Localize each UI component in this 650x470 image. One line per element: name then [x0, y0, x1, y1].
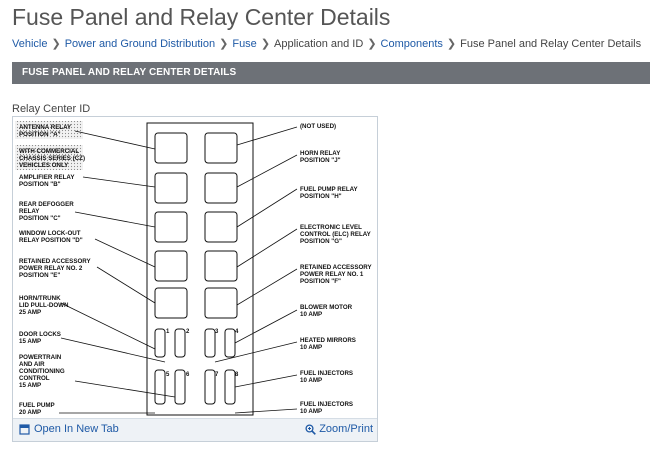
label-not-used: (NOT USED) [300, 123, 336, 130]
breadcrumb-vehicle[interactable]: Vehicle [12, 38, 48, 50]
fuse-4 [224, 328, 236, 358]
new-tab-icon [19, 423, 30, 435]
breadcrumb: Vehicle❯Power and Ground Distribution❯Fu… [12, 37, 641, 50]
fuse-number-2: 2 [186, 329, 190, 335]
fuse-number-6: 6 [186, 372, 190, 378]
breadcrumb-current: Fuse Panel and Relay Center Details [460, 38, 642, 50]
relay-j [204, 172, 238, 204]
relay-h [204, 211, 238, 243]
relay-b [154, 172, 188, 204]
chevron-right-icon: ❯ [446, 38, 457, 50]
figure-caption: Relay Center ID [12, 103, 91, 115]
relay-not-used [204, 132, 238, 164]
chevron-right-icon: ❯ [367, 38, 377, 50]
relay-d [154, 250, 188, 282]
fuse-7 [204, 369, 216, 405]
chevron-right-icon: ❯ [219, 38, 229, 50]
fuse-number-7: 7 [215, 372, 219, 378]
fuse-6 [174, 369, 186, 405]
commercial-highlight [15, 145, 83, 170]
relay-f [204, 287, 238, 319]
breadcrumb-components[interactable]: Components [380, 38, 443, 50]
fuse-2 [174, 328, 186, 358]
figure-frame: 1 2 3 4 5 6 7 8 [12, 116, 378, 442]
open-new-tab-link[interactable]: Open In New Tab [19, 423, 119, 435]
open-new-tab-label: Open In New Tab [34, 423, 119, 435]
fuse-8 [224, 369, 236, 405]
zoom-print-label: Zoom/Print [319, 423, 373, 435]
breadcrumb-power-ground[interactable]: Power and Ground Distribution [64, 38, 216, 50]
fuse-number-4: 4 [235, 329, 239, 335]
fuse-number-1: 1 [166, 329, 170, 335]
breadcrumb-fuse[interactable]: Fuse [232, 38, 257, 50]
relay-c [154, 211, 188, 243]
relay-center-diagram[interactable]: 1 2 3 4 5 6 7 8 [13, 117, 377, 419]
antenna-highlight [15, 121, 83, 139]
section-header: FUSE PANEL AND RELAY CENTER DETAILS [12, 62, 650, 84]
fuse-5 [154, 369, 166, 405]
magnifier-icon [305, 423, 317, 435]
fuse-1 [154, 328, 166, 358]
relay-a [154, 132, 188, 164]
fuse-number-5: 5 [166, 372, 170, 378]
chevron-right-icon: ❯ [260, 38, 271, 50]
page-title: Fuse Panel and Relay Center Details [12, 4, 391, 30]
breadcrumb-application-id: Application and ID [274, 38, 364, 50]
relay-g [204, 250, 238, 282]
figure-footer: Open In New Tab Zoom/Print [13, 418, 377, 441]
relay-e [154, 287, 188, 319]
zoom-print-link[interactable]: Zoom/Print [305, 423, 373, 435]
chevron-right-icon: ❯ [51, 38, 61, 50]
fuse-number-3: 3 [215, 329, 219, 335]
fuse-3 [204, 328, 216, 358]
fuse-number-8: 8 [235, 372, 239, 378]
